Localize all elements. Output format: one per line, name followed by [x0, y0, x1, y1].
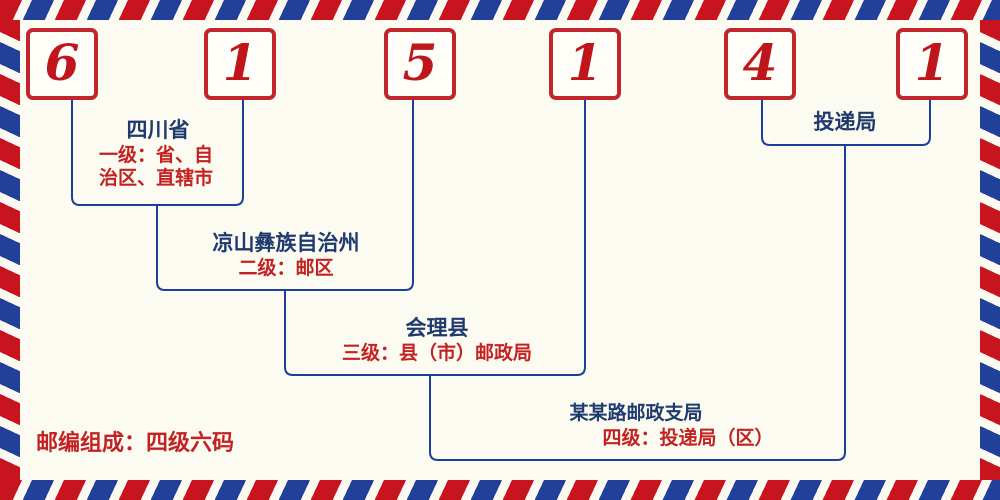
level2-region-label: 凉山彝族自治州 — [212, 231, 360, 255]
digit-6: 1 — [914, 33, 950, 92]
digit-box-6: 1 — [896, 28, 968, 100]
digit-box-5: 4 — [724, 28, 796, 100]
digit-2: 1 — [222, 33, 258, 92]
bracket-delivery — [761, 100, 931, 146]
airmail-stripe-bottom — [0, 480, 1000, 500]
level2-description: 二级：邮区 — [238, 257, 334, 279]
digit-3: 5 — [402, 33, 438, 92]
digit-4: 1 — [567, 33, 603, 92]
digit-1: 6 — [44, 33, 80, 92]
bracket-level4 — [429, 145, 846, 461]
level1-region-label: 四川省 — [126, 118, 190, 142]
airmail-stripe-top — [0, 0, 1000, 20]
digit-box-1: 6 — [26, 28, 98, 100]
airmail-stripe-right — [980, 20, 1000, 480]
digit-5: 4 — [742, 33, 778, 92]
composition-note: 邮编组成：四级六码 — [36, 431, 235, 456]
airmail-stripe-left — [0, 20, 20, 480]
level4-region-label: 某某路邮政支局 — [569, 402, 703, 424]
level4-description: 四级：投递局（区） — [602, 427, 774, 449]
digit-box-2: 1 — [204, 28, 276, 100]
level3-region-label: 会理县 — [405, 316, 469, 340]
level1-description-line2: 治区、直辖市 — [98, 167, 214, 189]
level3-description: 三级：县（市）邮政局 — [341, 342, 533, 364]
level1-description: 一级：省、自 治区、直辖市 — [99, 144, 213, 190]
bracket-level3 — [284, 100, 586, 376]
level1-description-line1: 一级：省、自 — [98, 144, 214, 166]
digit-box-4: 1 — [549, 28, 621, 100]
delivery-office-label: 投递局 — [813, 110, 877, 134]
digit-box-3: 5 — [384, 28, 456, 100]
